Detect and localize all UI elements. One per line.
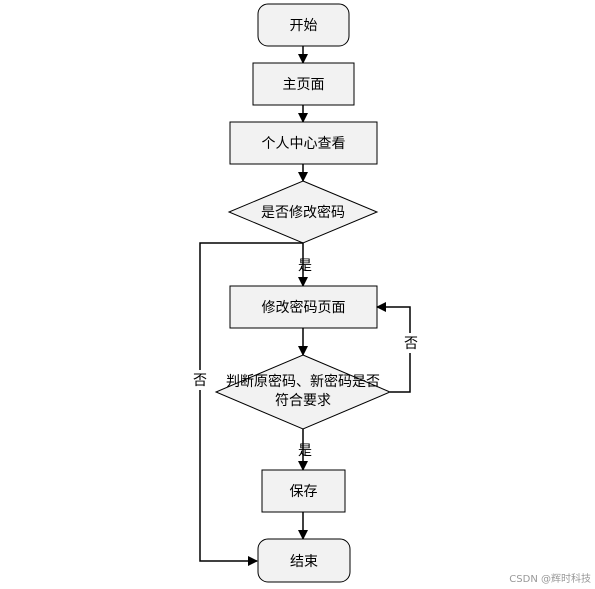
edge-decision2-yes-label: 是 xyxy=(298,443,312,459)
home-page-label: 主页面 xyxy=(283,77,325,93)
decision-validate-password-label-1: 判断原密码、新密码是否 xyxy=(226,373,380,390)
save-node xyxy=(261,469,346,513)
change-password-page-label: 修改密码页面 xyxy=(262,299,346,316)
watermark: CSDN @辉时科技 xyxy=(509,572,591,585)
decision-validate-password-node xyxy=(214,354,392,430)
edge-decision2-no-label: 否 xyxy=(404,336,418,352)
decision-change-password-label: 是否修改密码 xyxy=(261,204,345,221)
edge-decision2-no-label-bg xyxy=(403,333,419,353)
personal-center-label: 个人中心查看 xyxy=(262,136,346,152)
save-node-label: 保存 xyxy=(290,484,318,500)
decision-validate-password-label-2: 符合要求 xyxy=(275,393,331,409)
end-node-label: 结束 xyxy=(290,554,318,570)
end-node xyxy=(257,538,351,583)
edge-decision1-yes-label: 是 xyxy=(298,258,312,274)
edge-decision1-no-label-bg xyxy=(192,370,208,390)
edge-decision1-no-label: 否 xyxy=(193,373,207,389)
edge-decision1-no xyxy=(199,242,303,566)
home-page-node xyxy=(252,62,355,106)
start-node-label: 开始 xyxy=(290,18,318,34)
